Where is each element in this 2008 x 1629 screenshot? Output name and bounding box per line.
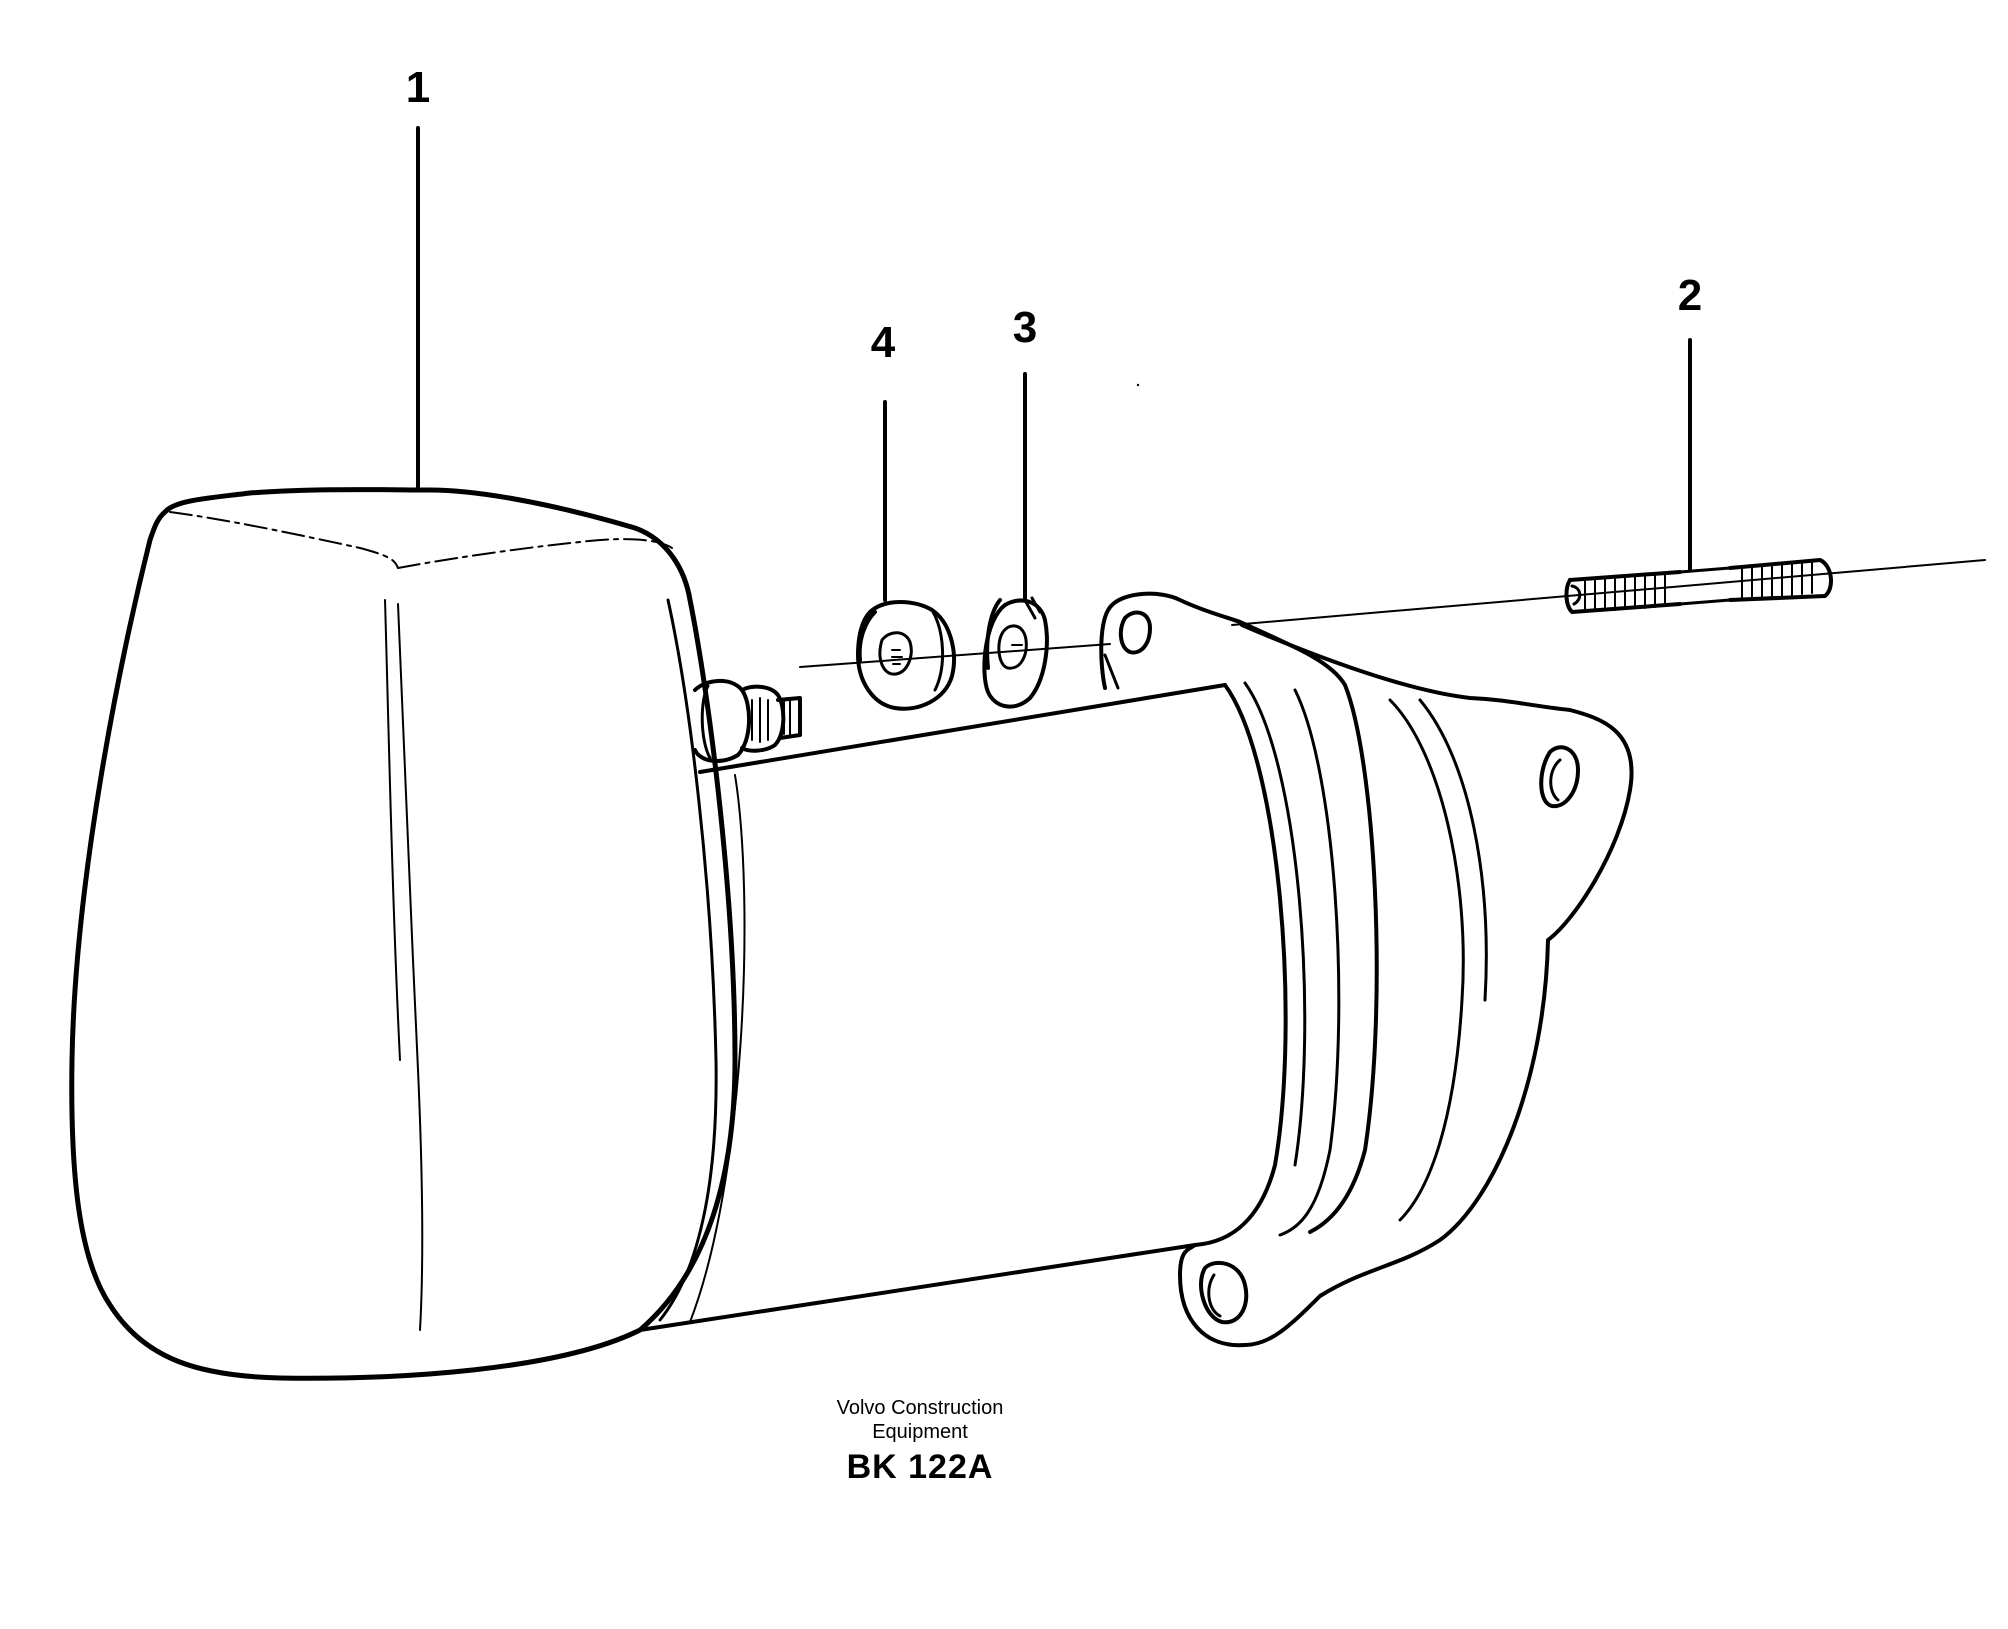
nut	[856, 600, 956, 711]
starter-motor-body	[638, 683, 1227, 1332]
manufacturer-line-1: Volvo Construction	[836, 1397, 1004, 1419]
solenoid-cover	[69, 487, 738, 1381]
drawing-code: BK 122A	[846, 1448, 994, 1486]
assembly-axis-line	[799, 559, 1986, 668]
manufacturer-line-2: Equipment	[872, 1421, 968, 1443]
callout-3: 3	[1013, 303, 1037, 352]
housing-ear	[1099, 591, 1242, 690]
drive-end-housing	[1178, 620, 1634, 1348]
threaded-stud	[1564, 558, 1833, 614]
solenoid-terminal	[693, 679, 802, 763]
callout-4: 4	[871, 318, 896, 367]
lock-washer	[982, 596, 1049, 709]
callout-2: 2	[1678, 271, 1702, 320]
manufacturer-label: Volvo Construction Equipment	[690, 1396, 1150, 1444]
leader-lines	[416, 126, 1692, 602]
callout-1: 1	[406, 63, 430, 112]
stray-mark	[1136, 383, 1140, 387]
